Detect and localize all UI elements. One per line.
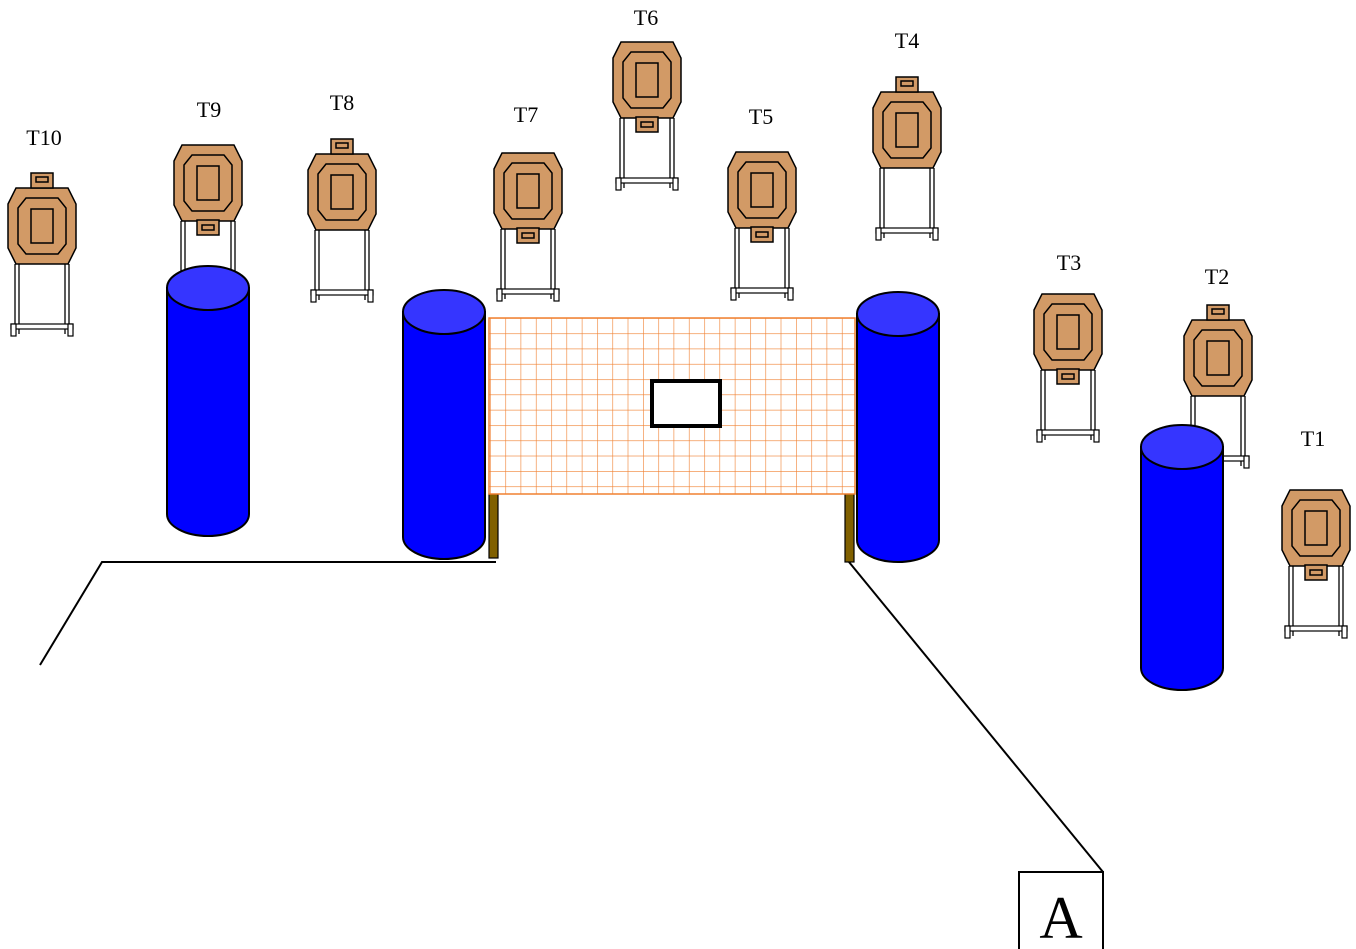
target-t3: T3	[1033, 250, 1103, 443]
target-silhouette	[1281, 489, 1351, 639]
barrel-center-left	[402, 289, 486, 560]
target-silhouette	[173, 144, 243, 294]
fault-line-right	[848, 561, 1104, 873]
target-label: T6	[634, 5, 658, 30]
target-t5: T5	[727, 104, 797, 301]
target-silhouette	[612, 41, 682, 191]
target-label: T10	[26, 125, 61, 150]
target-t7: T7	[493, 102, 563, 302]
target-label: T7	[514, 102, 538, 127]
target-silhouette	[307, 138, 377, 303]
target-label: T3	[1057, 250, 1081, 275]
target-t2: T2	[1183, 264, 1253, 469]
target-silhouette	[7, 172, 77, 337]
target-t9: T9	[173, 97, 243, 294]
wall	[488, 317, 856, 563]
target-label: T9	[197, 97, 221, 122]
barrel-right	[1140, 424, 1224, 691]
barrel-center-right	[856, 291, 940, 563]
target-silhouette	[493, 152, 563, 302]
target-label: T8	[330, 90, 354, 115]
target-label: T2	[1205, 264, 1229, 289]
start-position-label: A	[1039, 885, 1082, 949]
wall-port-window	[650, 379, 722, 428]
target-label: T1	[1301, 426, 1325, 451]
wall-post-left	[488, 493, 499, 559]
target-t10: T10	[7, 125, 77, 337]
target-t8: T8	[307, 90, 377, 303]
target-label: T4	[895, 28, 919, 53]
target-silhouette	[1033, 293, 1103, 443]
fault-line-left	[39, 561, 496, 666]
target-silhouette	[727, 151, 797, 301]
target-label: T5	[749, 104, 773, 129]
target-t4: T4	[872, 28, 942, 241]
start-position-box: A	[1018, 871, 1104, 949]
target-t6: T6	[612, 5, 682, 191]
barrel-left	[166, 265, 250, 537]
wall-post-right	[844, 493, 855, 563]
target-t1: T1	[1281, 426, 1351, 639]
target-silhouette	[1183, 304, 1253, 469]
target-silhouette	[872, 76, 942, 241]
